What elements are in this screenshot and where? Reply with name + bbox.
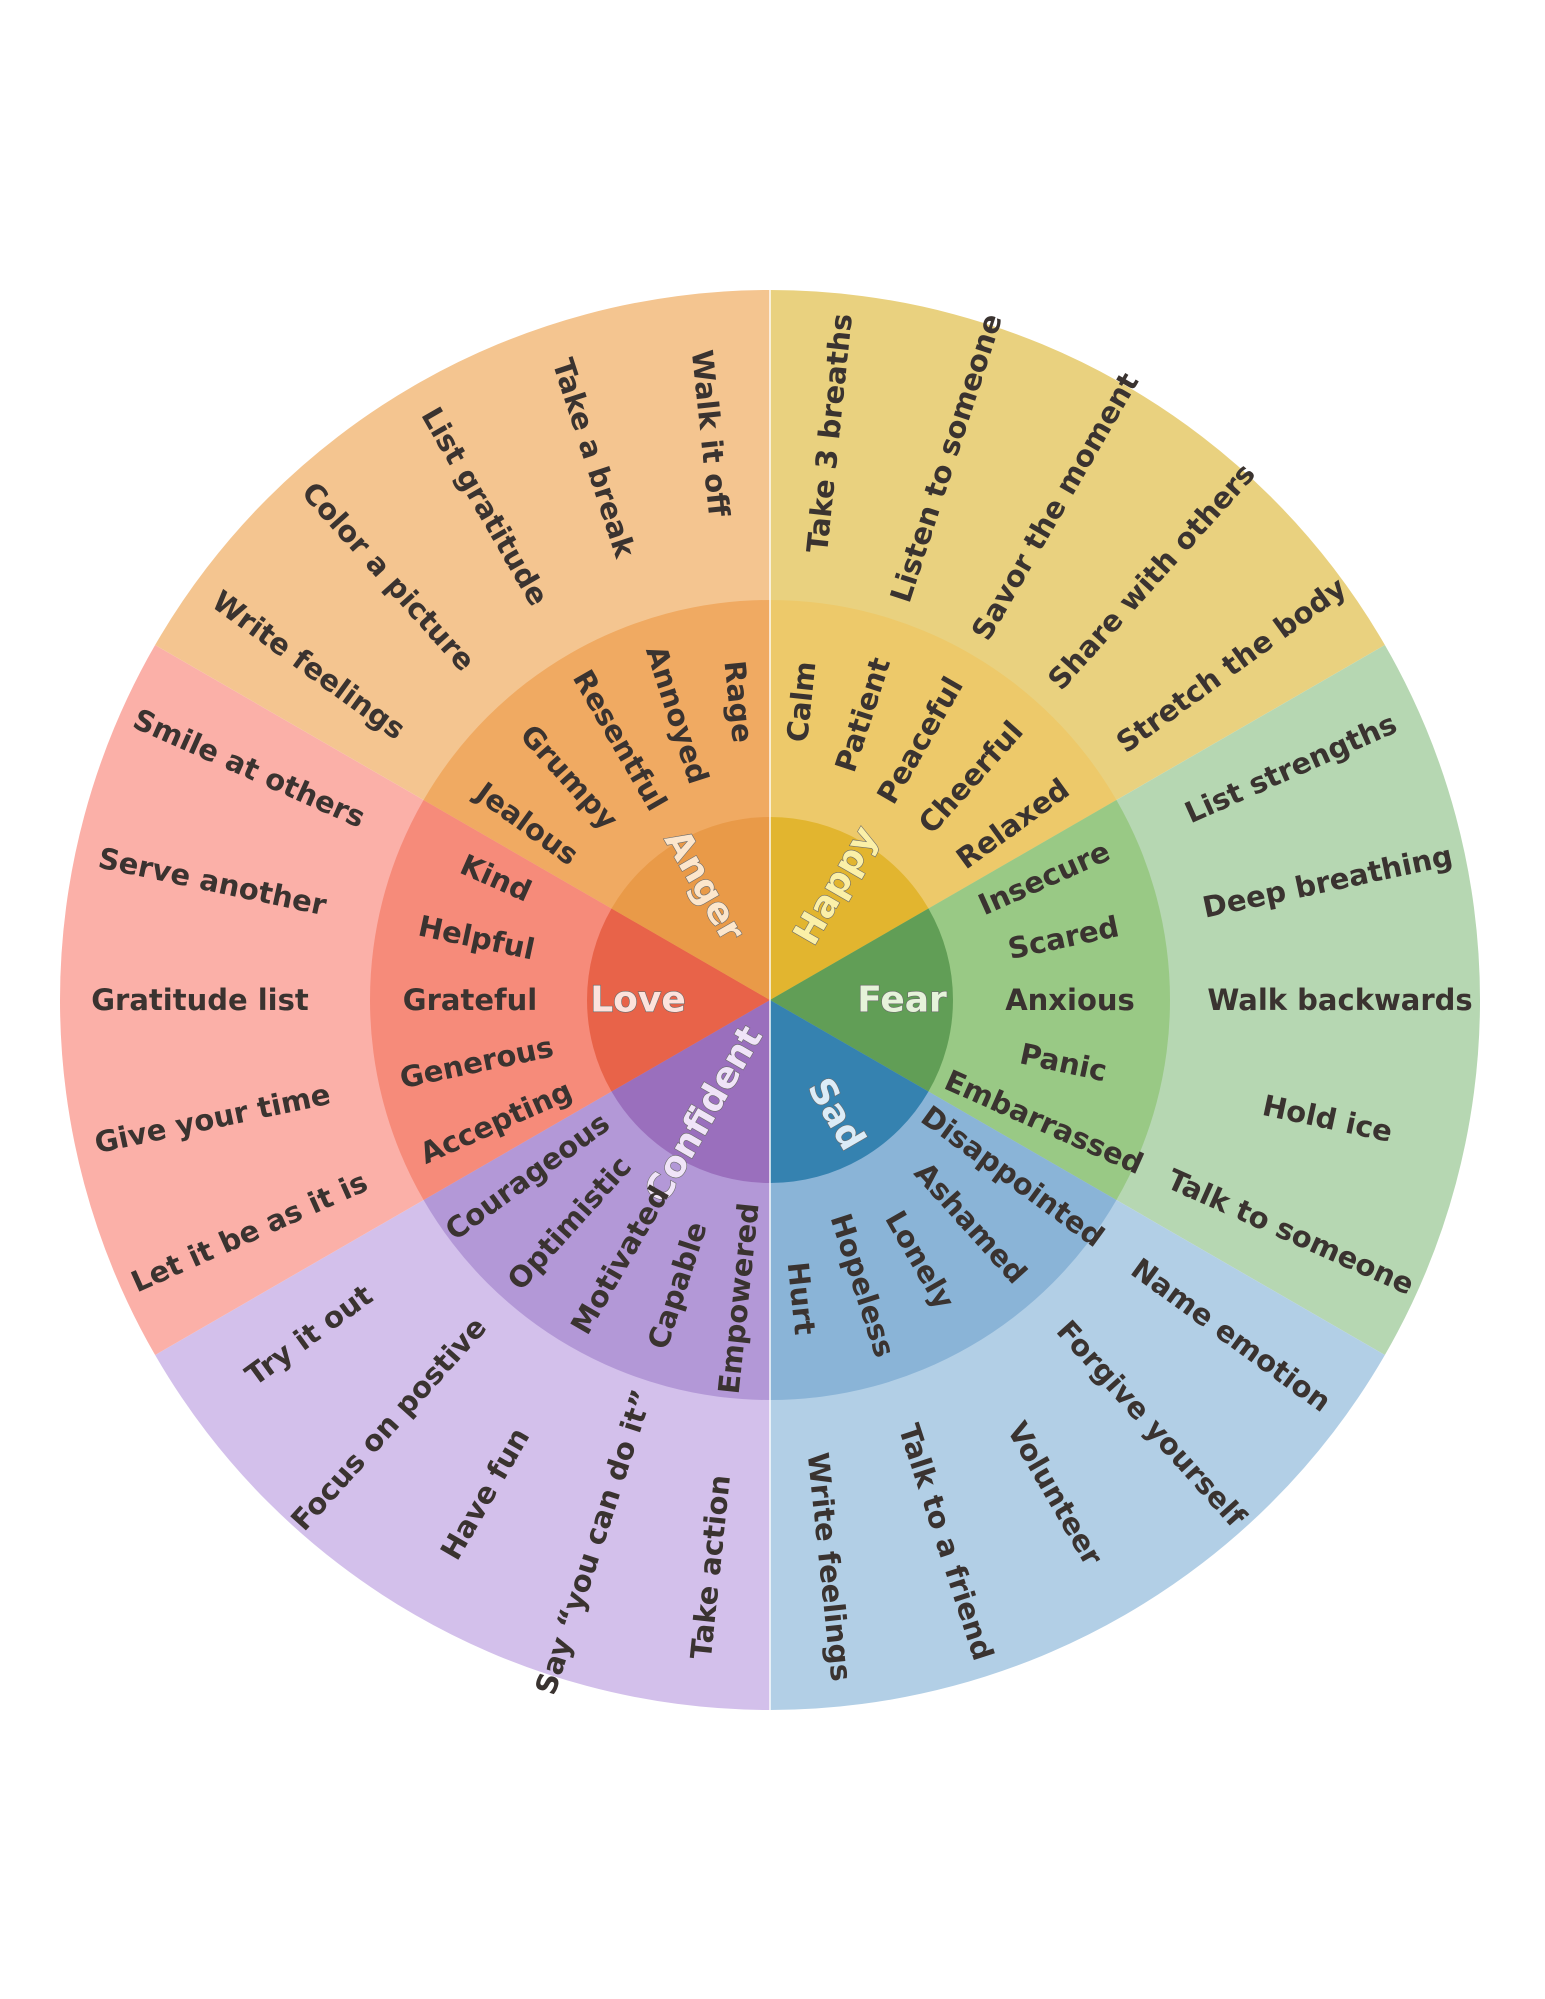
fear-core-segment <box>770 908 953 1092</box>
feeling-label-calm: Calm <box>780 660 822 744</box>
anger-core-segment <box>611 817 770 1000</box>
sad-core-segment <box>770 1000 929 1183</box>
feeling-label-anxious: Anxious <box>1005 983 1135 1017</box>
emotion-label-love: Love <box>590 980 686 1021</box>
action-label-love-gratitude-list: Gratitude list <box>91 983 309 1017</box>
emotion-label-fear: Fear <box>857 980 947 1021</box>
happy-core-segment <box>770 817 929 1000</box>
feeling-label-grateful: Grateful <box>403 983 537 1017</box>
love-middle-segment <box>370 800 770 1200</box>
love-core-segment <box>587 908 770 1092</box>
core-ring <box>587 817 953 1183</box>
action-label-fear-walk-backwards: Walk backwards <box>1207 983 1472 1017</box>
feeling-label-hurt: Hurt <box>781 1260 822 1336</box>
fear-middle-segment <box>770 800 1170 1200</box>
confident-core-segment <box>611 1000 770 1183</box>
